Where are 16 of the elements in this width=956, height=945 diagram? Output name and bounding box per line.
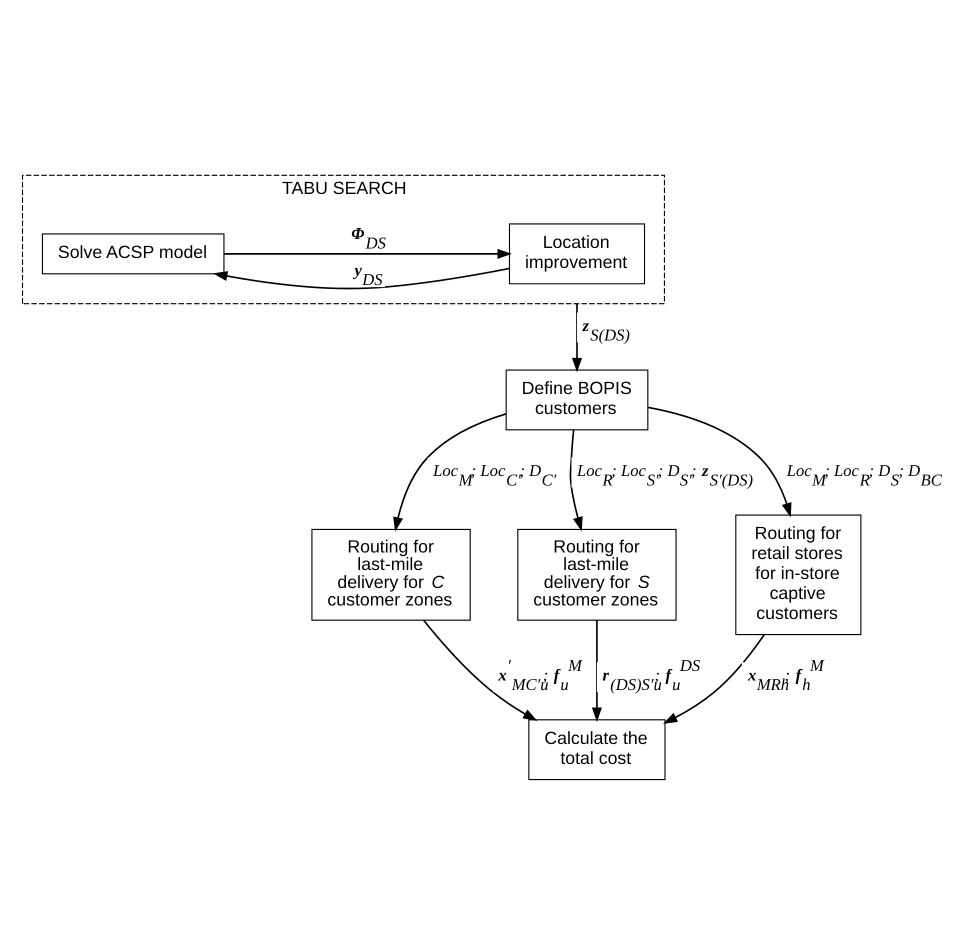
node-box: Solve ACSP model <box>41 232 224 274</box>
arrow <box>648 406 791 517</box>
arrow <box>569 429 582 531</box>
node-box: Routing for last-mile delivery for S customer zones <box>516 528 676 620</box>
arrow <box>662 634 764 724</box>
arrow <box>422 619 537 721</box>
node-box: Routing for last-mile delivery for C customer zones <box>310 528 470 620</box>
node-box: Routing for retail stores for in-store captive customers <box>734 514 861 635</box>
node-box: Calculate the total cost <box>528 718 666 780</box>
node-box: Location improvement <box>508 222 645 284</box>
node-box: Define BOPIS customers <box>505 369 648 430</box>
arrow <box>224 248 512 258</box>
arrow <box>392 412 506 532</box>
arrow <box>212 267 510 289</box>
arrow <box>571 303 582 372</box>
arrow <box>591 620 602 722</box>
